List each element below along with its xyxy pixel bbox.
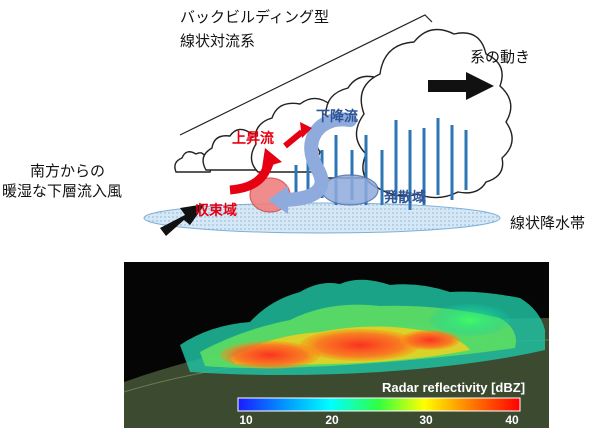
downdraft-label: 下降流 bbox=[316, 108, 358, 125]
downdraft-arrow bbox=[273, 112, 357, 207]
colorbar-tick-0: 10 bbox=[239, 413, 253, 427]
title-line1: バックビルディング型 bbox=[180, 8, 329, 26]
rainband-ellipse bbox=[143, 202, 501, 234]
colorbar: Radar reflectivity [dBZ] 10 20 30 40 bbox=[237, 380, 525, 427]
downdraft-arrowhead bbox=[268, 186, 288, 214]
colorbar-title: Radar reflectivity [dBZ] bbox=[382, 380, 525, 395]
rainband-label: 線状降水帯 bbox=[510, 214, 585, 232]
envelope-line bbox=[179, 14, 433, 136]
updraft-arrowhead-main bbox=[262, 148, 282, 168]
updraft-arrowhead-small bbox=[300, 122, 312, 138]
colorbar-tick-3: 40 bbox=[505, 413, 519, 427]
updraft-label: 上昇流 bbox=[232, 130, 274, 147]
colorbar-tick-1: 20 bbox=[325, 413, 339, 427]
inflow-arrow bbox=[160, 204, 205, 236]
updraft-arrow-small bbox=[283, 129, 304, 149]
colorbar-tick-2: 30 bbox=[419, 413, 433, 427]
divergence-zone bbox=[321, 174, 379, 206]
title-line2: 線状対流系 bbox=[180, 32, 255, 50]
divergence-label: 発散域 bbox=[383, 189, 426, 206]
inflow-label-line1: 南方からの bbox=[30, 162, 105, 180]
colorbar-gradient bbox=[237, 397, 521, 412]
convergence-label: 収束域 bbox=[195, 202, 237, 219]
inflow-label-line2: 暖湿な下層流入風 bbox=[2, 182, 122, 200]
system-motion-label: 系の動き bbox=[470, 48, 530, 66]
system-motion-arrow bbox=[428, 72, 494, 100]
